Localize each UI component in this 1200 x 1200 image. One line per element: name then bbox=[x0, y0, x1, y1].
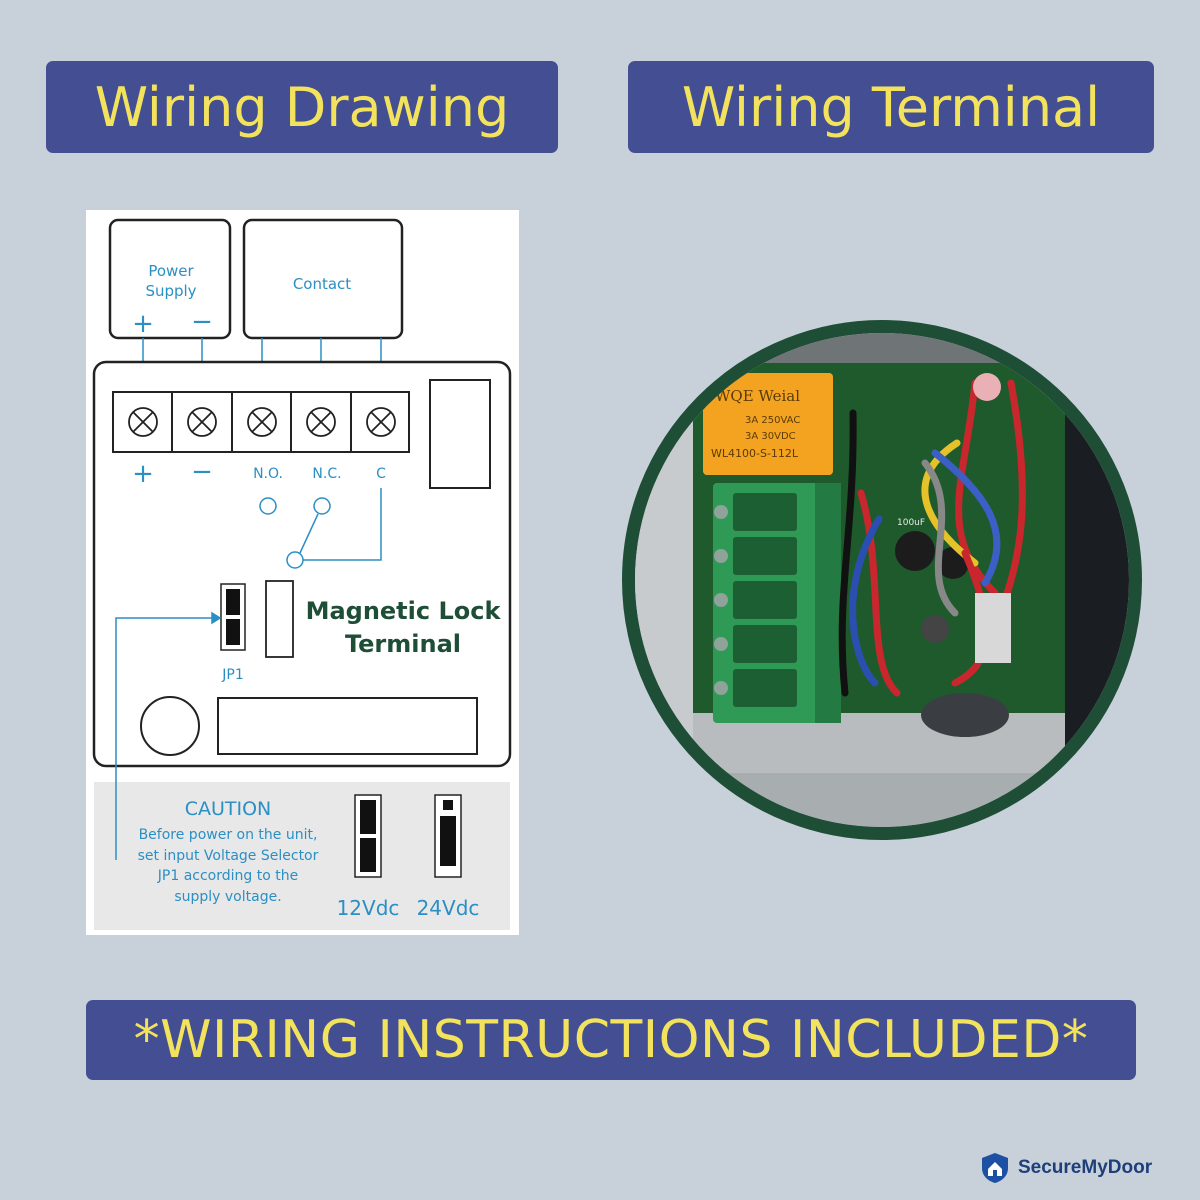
wiring-diagram-card: Power Supply + − Contact bbox=[86, 210, 519, 935]
power-plus-sign: + bbox=[132, 309, 154, 339]
relay-rating-1: 3A 250VAC bbox=[745, 415, 800, 426]
wiring-drawing-title: Wiring Drawing bbox=[46, 61, 558, 153]
brand-name: SecureMyDoor bbox=[1018, 1157, 1153, 1178]
magnetic-lock-label-line2: Terminal bbox=[345, 630, 461, 658]
relay-rating-2: 3A 30VDC bbox=[745, 431, 796, 442]
jp1-pointer-line bbox=[115, 611, 222, 860]
terminal-photo-illustration: WQE Weial 3A 250VAC 3A 30VDC WL4100-S-11… bbox=[635, 333, 1129, 827]
board-component-right bbox=[429, 379, 491, 489]
terminal-block bbox=[112, 391, 410, 453]
power-supply-label-line1: Power bbox=[148, 262, 194, 280]
wiring-diagram: Power Supply + − Contact bbox=[92, 218, 512, 930]
voltage-24vdc-label: 24Vdc bbox=[417, 896, 480, 920]
caution-line-2: set input Voltage Selector bbox=[138, 848, 319, 864]
relay-component: WQE Weial 3A 250VAC 3A 30VDC WL4100-S-11… bbox=[703, 373, 833, 475]
green-terminal-block bbox=[713, 483, 841, 723]
voltage-12vdc-label: 12Vdc bbox=[337, 896, 400, 920]
shield-house-icon bbox=[982, 1153, 1008, 1183]
power-minus-sign: − bbox=[191, 307, 213, 337]
contact-label: Contact bbox=[293, 275, 351, 293]
relay-switch-schematic bbox=[259, 488, 382, 569]
terminal-label-c: C bbox=[376, 466, 386, 482]
wiring-instructions-banner: *WIRING INSTRUCTIONS INCLUDED* bbox=[86, 1000, 1136, 1080]
caution-line-3: JP1 according to the bbox=[157, 868, 298, 884]
magnetic-lock-label-line1: Magnetic Lock bbox=[306, 597, 502, 625]
terminal-label-minus: − bbox=[191, 457, 213, 487]
board-circle-component bbox=[140, 696, 200, 756]
brand-logo: SecureMyDoor bbox=[978, 1150, 1152, 1186]
caution-line-4: supply voltage. bbox=[174, 889, 281, 905]
jp1-label: JP1 bbox=[221, 667, 243, 683]
caution-line-1: Before power on the unit, bbox=[139, 827, 318, 843]
magnetic-lock-terminal bbox=[265, 580, 294, 658]
relay-brand: WQE Weial bbox=[715, 387, 800, 405]
wiring-terminal-photo: WQE Weial 3A 250VAC 3A 30VDC WL4100-S-11… bbox=[622, 320, 1142, 840]
contact-box bbox=[242, 218, 404, 340]
wires bbox=[838, 379, 1026, 697]
terminal-label-plus: + bbox=[132, 459, 154, 489]
wiring-terminal-title: Wiring Terminal bbox=[628, 61, 1154, 153]
relay-model: WL4100-S-112L bbox=[711, 447, 799, 460]
capacitor-label: 100uF bbox=[897, 518, 925, 528]
terminal-label-nc: N.C. bbox=[312, 466, 341, 482]
board-bottom-component bbox=[217, 697, 478, 755]
power-supply-box bbox=[108, 218, 232, 340]
power-supply-label-line2: Supply bbox=[145, 282, 196, 300]
caution-title: CAUTION bbox=[185, 798, 272, 820]
terminal-label-no: N.O. bbox=[253, 466, 283, 482]
